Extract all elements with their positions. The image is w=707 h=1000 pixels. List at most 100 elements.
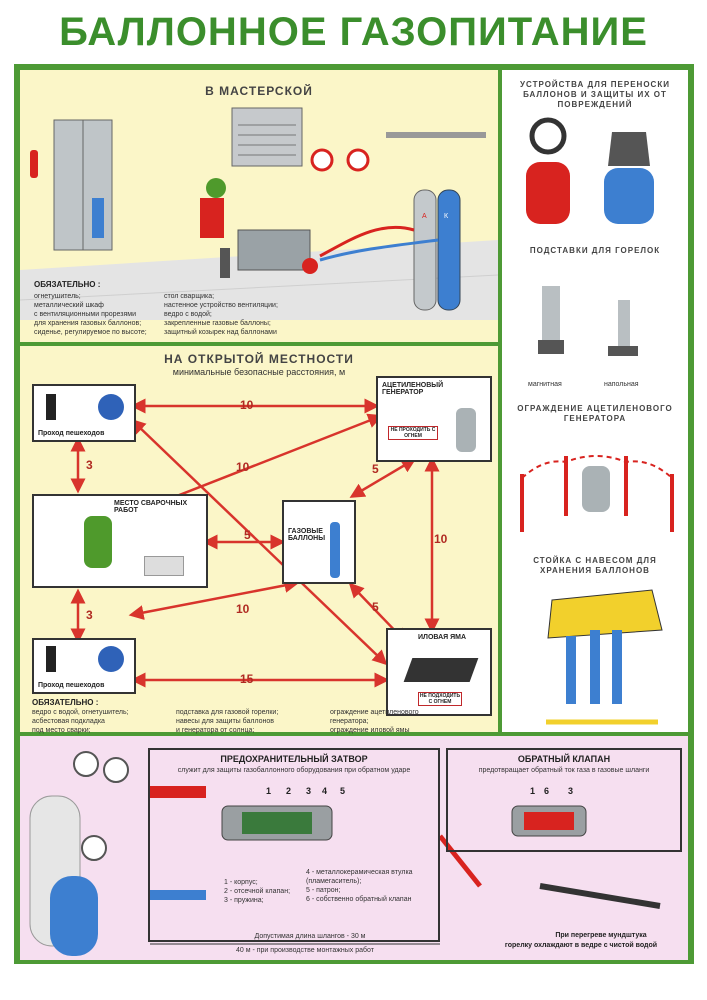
workshop-panel: В МАСТЕРСКОЙ А К ОБЯЗАТЕЛЬНО : огнетушит… xyxy=(20,70,498,342)
pit-box: ИЛОВАЯ ЯМА НЕ ПОДХОДИТЬ С ОГНЕМ xyxy=(386,628,492,716)
generator-sign: НЕ ПРОХОДИТЬ С ОГНЕМ xyxy=(388,426,438,440)
check-num-6: 6 xyxy=(544,786,550,796)
open-item: и генератора от солнца; xyxy=(176,727,255,734)
equipment-panel: УСТРОЙСТВА ДЛЯ ПЕРЕНОСКИ БАЛЛОНОВ И ЗАЩИ… xyxy=(502,70,688,732)
pedestrian-box-top: Проход пешеходов xyxy=(32,384,136,442)
dist-ped-pit: 10 xyxy=(236,460,250,474)
open-subtitle: минимальные безопасные расстояния, м xyxy=(172,367,346,377)
workshop-title: В МАСТЕРСКОЙ xyxy=(205,84,313,98)
workshop-mandatory-left: огнетушитель; металлический шкаф с венти… xyxy=(34,292,164,337)
generator-fence-title: ОГРАЖДЕНИЕ АЦЕТИЛЕНОВОГО ГЕНЕРАТОРА xyxy=(517,404,673,423)
cylinder-icon xyxy=(330,522,340,578)
check-num-3: 3 xyxy=(568,786,574,796)
check-valve-title: ОБРАТНЫЙ КЛАПАН xyxy=(517,754,611,764)
pedestrian-box-bottom: Проход пешеходов xyxy=(32,638,136,694)
legend-item: 5 - патрон; xyxy=(306,887,341,894)
workshop-mandatory-right: стол сварщика; настенное устройство вент… xyxy=(164,292,314,337)
check-valve-desc: предотвращает обратный ток газа в газовы… xyxy=(478,767,650,774)
valve-legend-right: 4 - металлокерамическая втулка (пламегас… xyxy=(306,868,438,904)
open-area-panel: НА ОТКРЫТОЙ МЕСТНОСТИ минимальные безопа… xyxy=(20,346,498,735)
pedestrian-sign-icon xyxy=(98,394,124,420)
workshop-item: стол сварщика; xyxy=(164,293,215,300)
legend-item: (пламегаситель); xyxy=(306,878,362,885)
workshop-item: сиденье, регулируемое по высоте; xyxy=(34,329,147,336)
dist-gen-pit: 10 xyxy=(434,532,448,546)
dist-weld-cyl: 5 xyxy=(244,528,251,542)
valve-legend-left: 1 - корпус; 2 - отсечной клапан; 3 - пру… xyxy=(224,878,324,905)
legend-item: 1 - корпус; xyxy=(224,879,258,886)
legend-item: 6 - собственно обратный клапан xyxy=(306,896,412,903)
welder-figure xyxy=(84,516,112,568)
dist-cyl-pit: 5 xyxy=(372,600,379,614)
valve-desc: служит для защиты газобаллонного оборудо… xyxy=(177,767,411,774)
bottom-panel: ПРЕДОХРАНИТЕЛЬНЫЙ ЗАТВОР служит для защи… xyxy=(20,736,688,960)
welding-box: МЕСТО СВАРОЧНЫХ РАБОТ xyxy=(32,494,208,588)
open-item: ограждение иловой ямы xyxy=(330,727,410,734)
floor-stand-label: напольная xyxy=(604,381,639,388)
burner-stands-title: ПОДСТАВКИ ДЛЯ ГОРЕЛОК xyxy=(529,246,661,255)
open-item: навесы для защиты баллонов xyxy=(176,718,274,725)
open-item: асбестовая подкладка xyxy=(32,718,105,725)
valve-num-1: 1 xyxy=(266,786,272,796)
dist-ped-weld: 3 xyxy=(86,458,93,472)
workshop-item: огнетушитель; xyxy=(34,293,81,300)
generator-label: АЦЕТИЛЕНОВЫЙ ГЕНЕРАТОР xyxy=(382,382,444,396)
cylinder-a-label: А xyxy=(422,213,427,220)
pit-sign: НЕ ПОДХОДИТЬ С ОГНЕМ xyxy=(418,692,462,706)
open-item: под место сварки; xyxy=(32,727,91,734)
dist-weld-gen: 10 xyxy=(236,602,250,616)
check-valve-frame xyxy=(446,748,682,852)
equipment-illustrations xyxy=(520,117,674,725)
asbestos-pad xyxy=(144,556,184,576)
valve-num-3: 3 xyxy=(306,786,312,796)
generator-box: АЦЕТИЛЕНОВЫЙ ГЕНЕРАТОР НЕ ПРОХОДИТЬ С ОГ… xyxy=(376,376,492,462)
open-title: НА ОТКРЫТОЙ МЕСТНОСТИ xyxy=(164,352,354,366)
valve-num-4: 4 xyxy=(322,786,328,796)
cylinders-box: ГАЗОВЫЕ БАЛЛОНЫ xyxy=(282,500,356,584)
cooling-note-2: горелку охлаждают в ведре с чистой водой xyxy=(504,942,658,949)
magnetic-stand-label: магнитная xyxy=(528,381,562,388)
legend-item: 4 - металлокерамическая втулка xyxy=(306,869,413,876)
dist-ped-pit2: 15 xyxy=(240,672,254,686)
valve-num-2: 2 xyxy=(286,786,292,796)
pedestrian-label: Проход пешеходов xyxy=(38,430,105,437)
valve-num-5: 5 xyxy=(340,786,346,796)
pedestrian-sign-icon xyxy=(98,646,124,672)
workshop-item: для хранения газовых баллонов; xyxy=(34,320,142,327)
workshop-item: закрепленные газовые баллоны; xyxy=(164,320,271,327)
bottom-illustrations xyxy=(29,751,661,956)
workshop-illustration: А К xyxy=(20,107,498,320)
open-item: ведро с водой, огнетушитель; xyxy=(32,709,129,716)
carry-devices-title: УСТРОЙСТВА ДЛЯ ПЕРЕНОСКИ БАЛЛОНОВ И ЗАЩИ… xyxy=(520,80,670,109)
workshop-item: настенное устройство вентиляции; xyxy=(164,302,278,309)
cooling-note-1: При перегреве мундштука xyxy=(555,932,647,939)
generator-icon xyxy=(456,408,476,452)
check-num-1: 1 xyxy=(530,786,536,796)
dist-cyl-gen: 5 xyxy=(372,462,379,476)
workshop-item: ведро с водой; xyxy=(164,311,212,318)
hose-length: Допустимая длина шлангов - 30 м xyxy=(254,933,366,940)
pedestrian-label: Проход пешеходов xyxy=(38,682,105,689)
workshop-mandatory-title: ОБЯЗАТЕЛЬНО : xyxy=(34,280,101,289)
open-mandatory-col2: подставка для газовой горелки; навесы дл… xyxy=(176,708,316,735)
legend-item: 2 - отсечной клапан; xyxy=(224,888,291,895)
open-mandatory-col3: ограждение ацетиленового генератора; огр… xyxy=(330,708,490,735)
pedestrian-icon xyxy=(46,394,56,420)
open-mandatory-title: ОБЯЗАТЕЛЬНО : xyxy=(32,698,99,707)
workshop-item: металлический шкаф xyxy=(34,302,104,309)
workshop-item: с вентиляционными прорезями xyxy=(34,311,137,318)
workshop-item: защитный козырек над баллонами xyxy=(164,329,277,336)
valve-title: ПРЕДОХРАНИТЕЛЬНЫЙ ЗАТВОР xyxy=(220,754,368,764)
cylinder-rack-title: СТОЙКА С НАВЕСОМ ДЛЯ ХРАНЕНИЯ БАЛЛОНОВ xyxy=(533,556,657,575)
poster-title: БАЛЛОННОЕ ГАЗОПИТАНИЕ xyxy=(59,10,648,54)
open-item: подставка для газовой горелки; xyxy=(176,709,279,716)
valve-frame xyxy=(148,748,440,942)
pit-icon xyxy=(403,658,479,682)
cylinder-k-label: К xyxy=(444,213,449,220)
dist-weld-ped: 3 xyxy=(86,608,93,622)
pit-label: ИЛОВАЯ ЯМА xyxy=(418,634,467,641)
open-item: ограждение ацетиленового xyxy=(330,709,419,716)
legend-item: 3 - пружина; xyxy=(224,897,264,904)
cylinders-label: ГАЗОВЫЕ БАЛЛОНЫ xyxy=(288,528,326,542)
welding-label: МЕСТО СВАРОЧНЫХ РАБОТ xyxy=(114,500,188,514)
